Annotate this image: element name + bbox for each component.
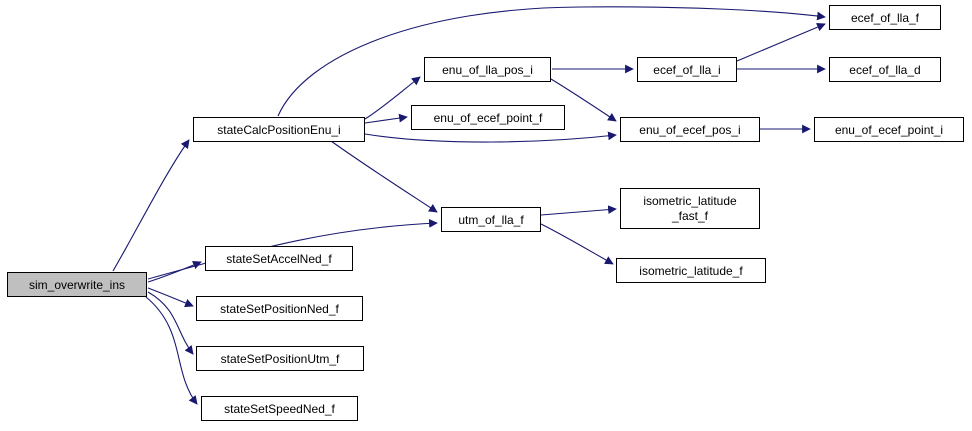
node-isometric_latitude_f[interactable]: isometric_latitude_f: [616, 258, 766, 283]
node-label: stateSetPositionUtm_f: [220, 351, 340, 366]
edge-stateCalcPositionEnu_i-utm_of_lla_f: [330, 140, 438, 213]
node-label: stateCalcPositionEnu_i: [217, 122, 341, 137]
node-label: sim_overwrite_ins: [28, 277, 126, 292]
node-utm_of_lla_f[interactable]: utm_of_lla_f: [441, 207, 541, 232]
node-label: enu_of_ecef_point_f: [433, 110, 543, 125]
edge-sim_overwrite_ins-stateCalcPositionEnu_i: [112, 139, 190, 272]
node-ecef_of_lla_d[interactable]: ecef_of_lla_d: [829, 57, 941, 82]
node-label: enu_of_ecef_pos_i: [639, 122, 741, 137]
node-enu_of_ecef_point_i[interactable]: enu_of_ecef_point_i: [814, 117, 964, 142]
node-stateSetSpeedNed_f[interactable]: stateSetSpeedNed_f: [201, 396, 358, 421]
node-stateSetPositionUtm_f[interactable]: stateSetPositionUtm_f: [196, 346, 364, 371]
node-isometric_latitude_fast_f[interactable]: isometric_latitude _fast_f: [620, 188, 760, 229]
node-enu_of_ecef_pos_i[interactable]: enu_of_ecef_pos_i: [620, 117, 760, 142]
node-label: stateSetSpeedNed_f: [224, 401, 335, 416]
edge-sim_overwrite_ins-stateSetAccelNed_f: [147, 260, 202, 283]
node-ecef_of_lla_f[interactable]: ecef_of_lla_f: [829, 5, 941, 30]
node-sim_overwrite_ins[interactable]: sim_overwrite_ins: [7, 272, 147, 297]
node-label: enu_of_ecef_point_i: [834, 122, 944, 137]
edge-sim_overwrite_ins-stateSetSpeedNed_f: [145, 296, 198, 405]
edge-ecef_of_lla_i-ecef_of_lla_f: [736, 22, 826, 62]
node-label: ecef_of_lla_d: [849, 62, 921, 77]
edge-sim_overwrite_ins-stateSetPositionNed_f: [147, 287, 194, 308]
node-label-line: isometric_latitude: [643, 193, 737, 208]
node-stateCalcPositionEnu_i[interactable]: stateCalcPositionEnu_i: [193, 117, 365, 142]
node-label: stateSetAccelNed_f: [226, 251, 332, 266]
node-label: utm_of_lla_f: [458, 212, 524, 227]
edge-utm_of_lla_f-isometric_latitude_f: [540, 223, 614, 265]
node-stateSetPositionNed_f[interactable]: stateSetPositionNed_f: [196, 296, 363, 321]
edge-utm_of_lla_f-isometric_latitude_fast_f: [540, 205, 617, 216]
edge-stateCalcPositionEnu_i-enu_of_ecef_point_f: [364, 113, 408, 124]
edge-sim_overwrite_ins-stateSetPositionUtm_f: [147, 291, 194, 355]
node-label: isometric_latitude_f: [639, 263, 743, 278]
node-label-line: _fast_f: [671, 208, 709, 223]
node-stateSetAccelNed_f[interactable]: stateSetAccelNed_f: [205, 246, 353, 271]
node-label: ecef_of_lla_f: [850, 10, 920, 25]
node-label: stateSetPositionNed_f: [220, 301, 339, 316]
node-label: enu_of_lla_pos_i: [442, 62, 533, 77]
node-enu_of_ecef_point_f[interactable]: enu_of_ecef_point_f: [411, 105, 565, 130]
edge-stateCalcPositionEnu_i-ecef_of_lla_f: [277, 6, 826, 117]
node-ecef_of_lla_i[interactable]: ecef_of_lla_i: [637, 57, 737, 82]
node-enu_of_lla_pos_i[interactable]: enu_of_lla_pos_i: [424, 57, 551, 82]
edge-stateCalcPositionEnu_i-enu_of_ecef_pos_i: [364, 131, 617, 143]
node-label: ecef_of_lla_i: [653, 62, 721, 77]
